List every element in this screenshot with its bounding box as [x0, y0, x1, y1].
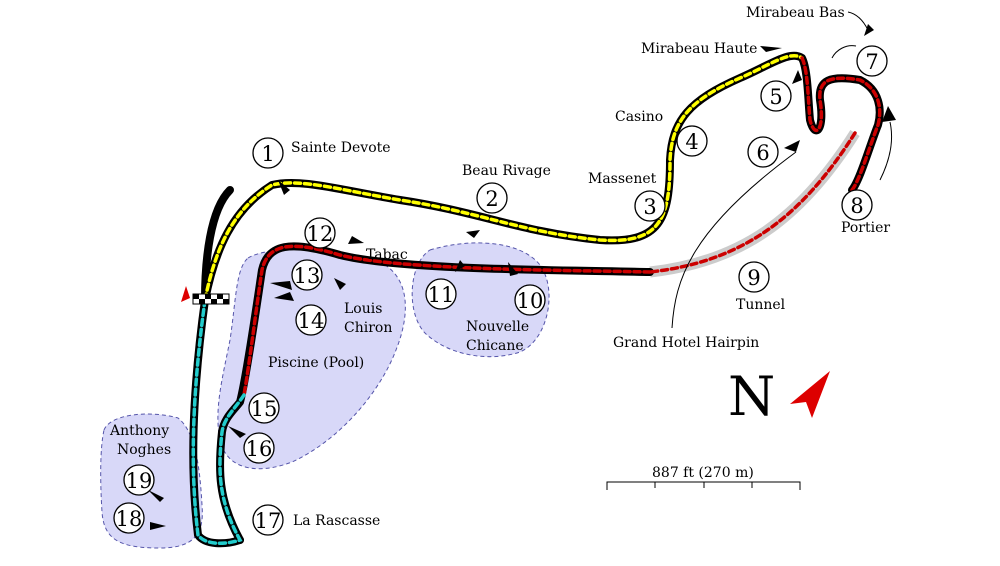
- corner-pointers: [148, 24, 896, 530]
- corner-4: 4: [676, 125, 708, 157]
- corner-15: 15: [248, 392, 280, 424]
- sector-2-overlay: [800, 56, 882, 192]
- corner-14: 14: [295, 304, 327, 336]
- sector-2-harbour-overlay: [242, 244, 652, 397]
- mirabeau-bas-leader: [847, 11, 869, 31]
- corner-4-number: 4: [685, 130, 698, 154]
- scale-bar: [606, 481, 801, 490]
- corner-5: 5: [760, 80, 792, 112]
- corner-9-number: 9: [747, 266, 760, 290]
- label-sainte-devote: Sainte Devote: [291, 140, 391, 156]
- label-portier: Portier: [841, 220, 890, 236]
- sector-3-overlay: [191, 298, 246, 546]
- label-chicane: Chicane: [466, 338, 524, 354]
- corner-10-number: 10: [517, 289, 544, 313]
- corner-10: 10: [514, 284, 546, 316]
- label-mirabeau-haute: Mirabeau Haute: [641, 41, 757, 57]
- sector-2-tunnel-overlay: [648, 131, 857, 274]
- corner-1: 1: [252, 137, 284, 169]
- corner-8: 8: [841, 189, 873, 221]
- corner-6-number: 6: [756, 141, 769, 165]
- corner-17-number: 17: [255, 509, 282, 533]
- label-grand-hotel-hairpin: Grand Hotel Hairpin: [613, 335, 759, 351]
- corner-5-number: 5: [769, 85, 782, 109]
- corner-15-number: 15: [251, 397, 278, 421]
- corner-8-number: 8: [850, 194, 863, 218]
- corner-2: 2: [476, 182, 508, 214]
- corner-19: 19: [123, 464, 155, 496]
- corner-11: 11: [425, 278, 457, 310]
- north-arrow-icon: [790, 371, 830, 418]
- label-nouvelle: Nouvelle: [466, 319, 529, 335]
- corner-1-number: 1: [261, 142, 274, 166]
- corner-16: 16: [243, 432, 275, 464]
- corner-17: 17: [252, 504, 284, 536]
- label-la-rascasse: La Rascasse: [293, 513, 380, 529]
- corner-3: 3: [634, 190, 666, 222]
- sector-1-overlay: [203, 54, 804, 302]
- corner-18-number: 18: [116, 507, 143, 531]
- label-noghes: Noghes: [117, 442, 171, 458]
- label-piscine: Piscine (Pool): [268, 355, 364, 371]
- corner-2-number: 2: [485, 187, 498, 211]
- scale-label: 887 ft (270 m): [652, 465, 754, 481]
- label-anthony: Anthony: [109, 423, 169, 439]
- start-finish-line: [192, 293, 230, 305]
- mirabeau-bas-leader-2: [831, 45, 857, 59]
- label-massenet: Massenet: [588, 171, 657, 187]
- label-louis: Louis: [344, 301, 382, 317]
- label-beau-rivage: Beau Rivage: [462, 163, 551, 179]
- corner-7-number: 7: [865, 50, 878, 74]
- label-mirabeau-bas: Mirabeau Bas: [746, 5, 845, 21]
- corner-9: 9: [738, 261, 770, 293]
- corner-18: 18: [113, 502, 145, 534]
- corner-6: 6: [747, 136, 779, 168]
- corner-16-number: 16: [246, 437, 273, 461]
- portier-leader: [879, 121, 893, 181]
- corner-19-number: 19: [126, 469, 153, 493]
- label-tabac: Tabac: [366, 247, 408, 263]
- corner-7: 7: [856, 45, 888, 77]
- compass-letter: N: [728, 365, 775, 428]
- corner-14-number: 14: [298, 309, 325, 333]
- label-tunnel: Tunnel: [736, 297, 786, 313]
- corner-13: 13: [291, 259, 323, 291]
- corner-11-number: 11: [428, 283, 455, 307]
- label-casino: Casino: [615, 109, 663, 125]
- corner-12: 12: [304, 217, 336, 249]
- corner-12-number: 12: [307, 222, 334, 246]
- grand-hotel-leader: [671, 151, 797, 329]
- corner-13-number: 13: [294, 264, 321, 288]
- direction-arrow-icon: [181, 286, 190, 302]
- corner-3-number: 3: [643, 195, 656, 219]
- label-chiron: Chiron: [344, 320, 392, 336]
